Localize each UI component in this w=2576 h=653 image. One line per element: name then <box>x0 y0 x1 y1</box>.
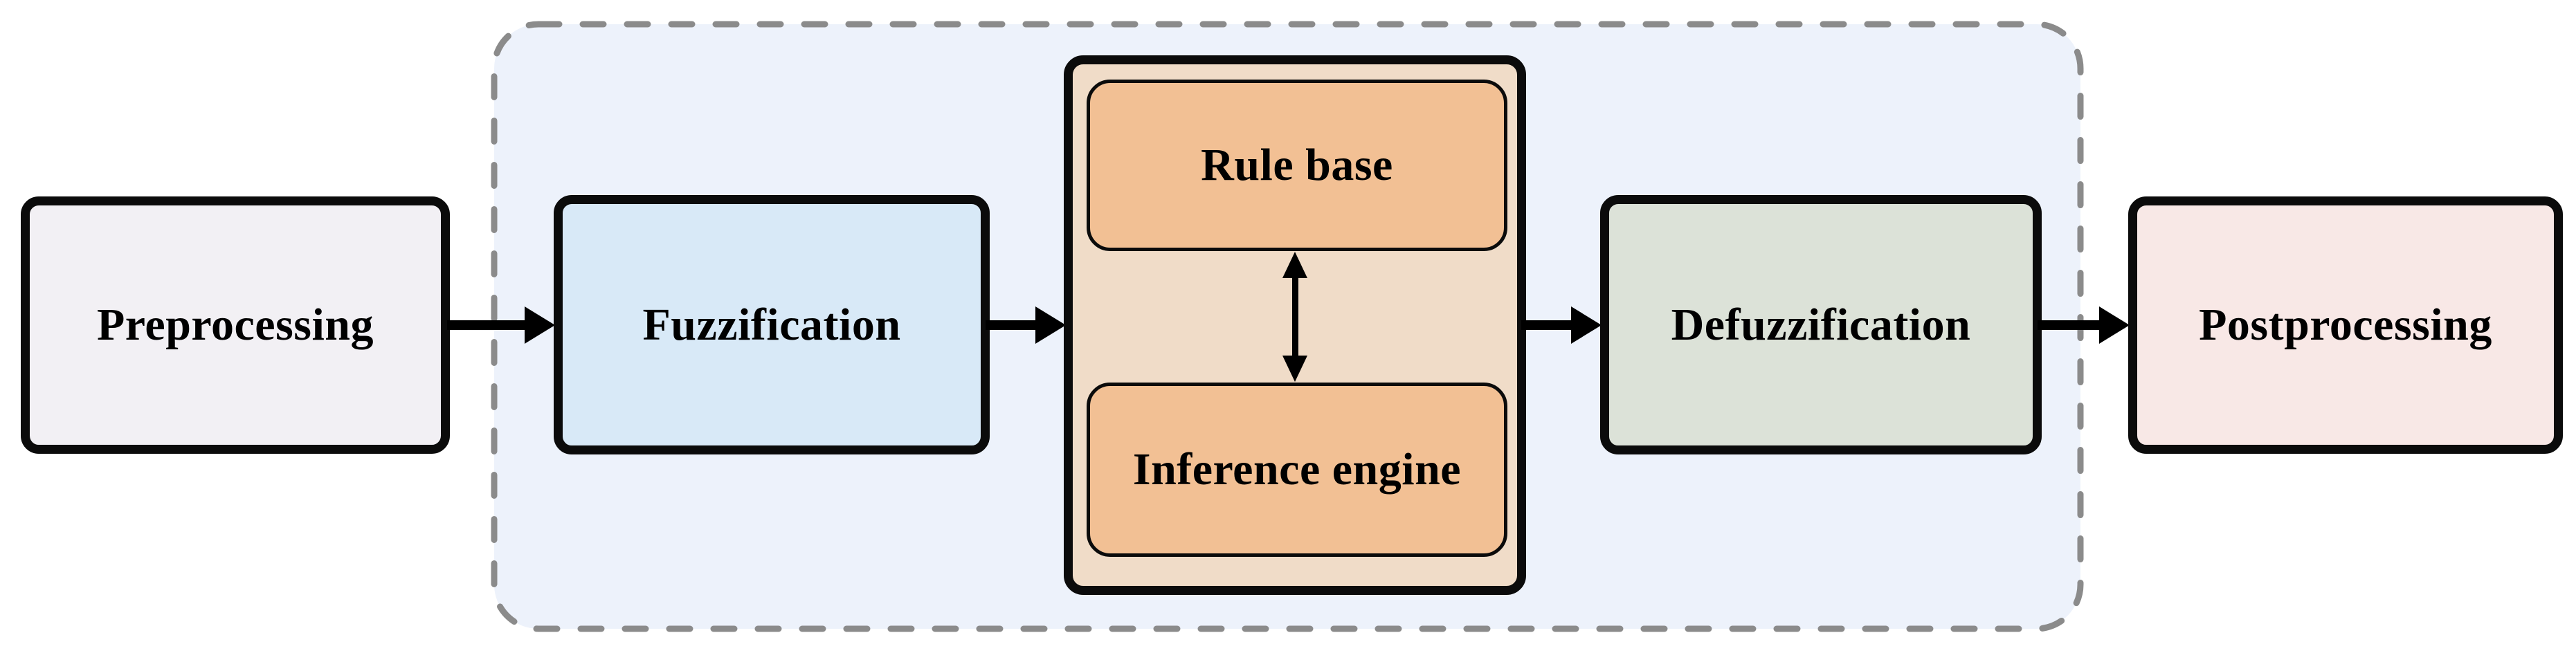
arrow-right-icon <box>525 306 555 344</box>
arrow-shaft <box>2038 320 2102 330</box>
preprocessing-box: Preprocessing <box>21 196 450 454</box>
arrow-down-icon <box>1282 356 1307 382</box>
rule-base-box: Rule base <box>1087 80 1507 251</box>
postprocessing-box: Postprocessing <box>2128 196 2563 454</box>
rule-base-label: Rule base <box>1201 140 1393 190</box>
preprocessing-label: Preprocessing <box>96 300 374 350</box>
arrow-right-icon <box>1035 306 1066 344</box>
arrow-shaft <box>986 320 1038 330</box>
double-arrow-shaft <box>1292 271 1298 362</box>
double-arrow-rule-base-inference-engine <box>1282 252 1307 382</box>
arrow-shaft <box>1521 320 1574 330</box>
defuzzification-box: Defuzzification <box>1600 195 2042 454</box>
arrow-preprocessing-to-fuzzification <box>447 306 555 344</box>
fuzzification-label: Fuzzification <box>642 299 901 350</box>
arrow-defuzzification-to-postprocessing <box>2038 306 2130 344</box>
arrow-fuzzification-to-inference-block <box>986 306 1066 344</box>
arrow-right-icon <box>1571 306 1602 344</box>
inference-engine-label: Inference engine <box>1132 444 1462 495</box>
postprocessing-label: Postprocessing <box>2199 300 2492 350</box>
arrow-shaft <box>447 320 527 330</box>
inference-block-container: Rule base Inference engine <box>1064 55 1526 595</box>
defuzzification-label: Defuzzification <box>1671 299 1971 350</box>
inference-engine-box: Inference engine <box>1087 383 1507 557</box>
arrow-inference-block-to-defuzzification <box>1521 306 1602 344</box>
fuzzification-box: Fuzzification <box>554 195 990 454</box>
arrow-right-icon <box>2099 306 2130 344</box>
